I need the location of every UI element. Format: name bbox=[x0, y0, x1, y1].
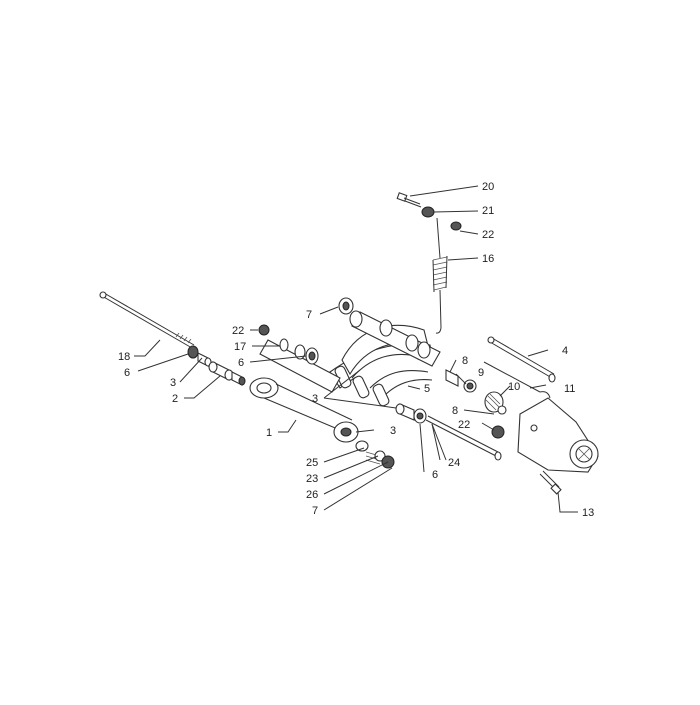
spring-rod-16 bbox=[432, 217, 448, 334]
washer-22-mid bbox=[258, 324, 270, 336]
leader-lines bbox=[134, 185, 578, 513]
callout-11: 11 bbox=[564, 383, 575, 395]
shaft-1 bbox=[249, 377, 359, 443]
bushing-3-mid bbox=[395, 403, 415, 421]
bolt-20 bbox=[396, 192, 422, 208]
callout-22: 22 bbox=[232, 325, 244, 337]
callout-20: 20 bbox=[482, 181, 494, 193]
bushing-small-left bbox=[231, 371, 246, 386]
callout-25: 25 bbox=[306, 457, 318, 469]
washer-22-low bbox=[491, 425, 505, 439]
callout-3: 3 bbox=[312, 393, 318, 405]
callout-18: 18 bbox=[118, 351, 130, 363]
callout-labels: 20 21 22 16 7 22 17 18 6 6 3 2 4 8 9 5 1… bbox=[118, 181, 594, 519]
callout-16: 16 bbox=[482, 253, 494, 265]
clip-11 bbox=[483, 361, 551, 399]
callout-8: 8 bbox=[452, 405, 458, 417]
callout-8: 8 bbox=[462, 355, 468, 367]
nut-7-top bbox=[338, 297, 354, 315]
callout-22: 22 bbox=[458, 419, 470, 431]
callout-4: 4 bbox=[562, 345, 568, 357]
callout-10: 10 bbox=[508, 381, 520, 393]
callout-23: 23 bbox=[306, 473, 318, 485]
bolt-13 bbox=[539, 470, 562, 495]
nut-9 bbox=[463, 379, 477, 393]
callout-21: 21 bbox=[482, 205, 494, 217]
spacer-stack bbox=[355, 440, 395, 469]
callout-26: 26 bbox=[306, 489, 318, 501]
bushing-2 bbox=[208, 361, 234, 381]
callout-6: 6 bbox=[124, 367, 130, 379]
washer-6-mid bbox=[413, 408, 427, 424]
callout-3: 3 bbox=[170, 377, 176, 389]
bushing-10 bbox=[484, 391, 504, 413]
callout-2: 2 bbox=[172, 393, 178, 405]
callout-7: 7 bbox=[312, 505, 318, 517]
callout-5: 5 bbox=[424, 383, 430, 395]
callout-1: 1 bbox=[266, 427, 272, 439]
bushing-8-top bbox=[445, 369, 459, 387]
washer-22-top bbox=[450, 221, 462, 231]
callout-24: 24 bbox=[448, 457, 460, 469]
washer-8-low bbox=[497, 405, 507, 415]
callout-3: 3 bbox=[390, 425, 396, 437]
callout-6: 6 bbox=[432, 469, 438, 481]
callout-17: 17 bbox=[234, 341, 246, 353]
rod-24 bbox=[425, 415, 502, 461]
callout-22: 22 bbox=[482, 229, 494, 241]
long-rod-18 bbox=[99, 291, 195, 349]
callout-7: 7 bbox=[306, 309, 312, 321]
nut-21 bbox=[421, 206, 435, 218]
callout-9: 9 bbox=[478, 367, 484, 379]
upper-tube bbox=[349, 310, 441, 367]
rod-4 bbox=[487, 336, 556, 383]
cover-housing bbox=[517, 397, 599, 473]
callout-6: 6 bbox=[238, 357, 244, 369]
callout-13: 13 bbox=[582, 507, 594, 519]
washer-6-left bbox=[187, 345, 199, 359]
